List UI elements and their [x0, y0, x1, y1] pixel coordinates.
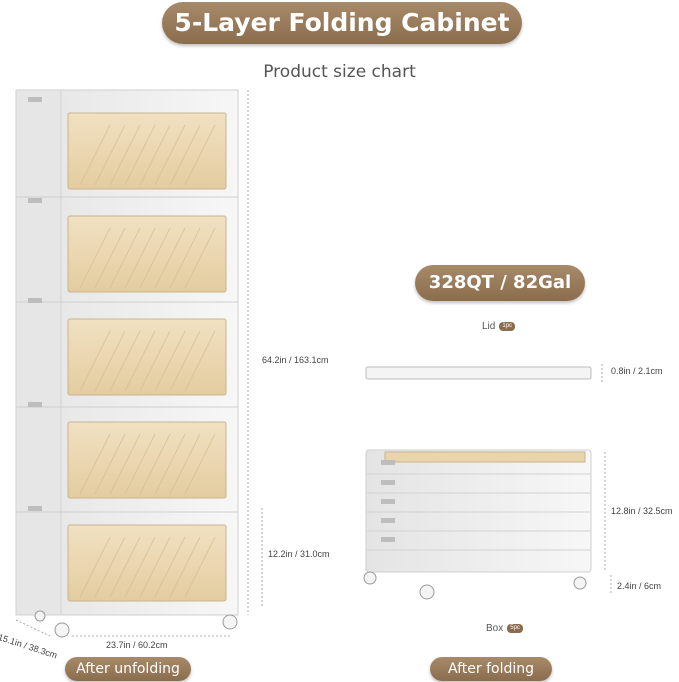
total-height-dim: 64.2in / 163.1cm [262, 355, 329, 365]
unfolded-cabinet [15, 89, 263, 638]
cabinet-door-3 [67, 318, 227, 396]
cabinet-door-2 [67, 215, 227, 293]
cabinet-door-5 [67, 524, 227, 602]
layer-height-dim: 12.2in / 31.0cm [268, 549, 330, 559]
lid-quantity-tag: 1pc [499, 321, 516, 331]
cabinet-door-1 [67, 112, 227, 190]
box-height-dim: 12.8in / 32.5cm [611, 506, 673, 516]
lid-height-dim: 0.8in / 2.1cm [611, 366, 663, 376]
cabinet-door-4 [67, 421, 227, 499]
title-banner: 5-Layer Folding Cabinet [162, 2, 522, 44]
wheel-height-dim: 2.4in / 6cm [617, 581, 662, 591]
subtitle: Product size chart [263, 62, 416, 82]
lid-illustration [365, 364, 603, 382]
capacity-badge: 328QT / 82Gal [415, 265, 585, 301]
after-folding-badge: After folding [430, 657, 552, 681]
folded-box-illustration [363, 449, 612, 600]
width-dim: 23.7in / 60.2cm [106, 640, 168, 650]
box-quantity-tag: 5pc [507, 623, 523, 633]
after-unfolding-badge: After unfolding [65, 657, 191, 681]
cabinet-wheels [34, 610, 238, 638]
